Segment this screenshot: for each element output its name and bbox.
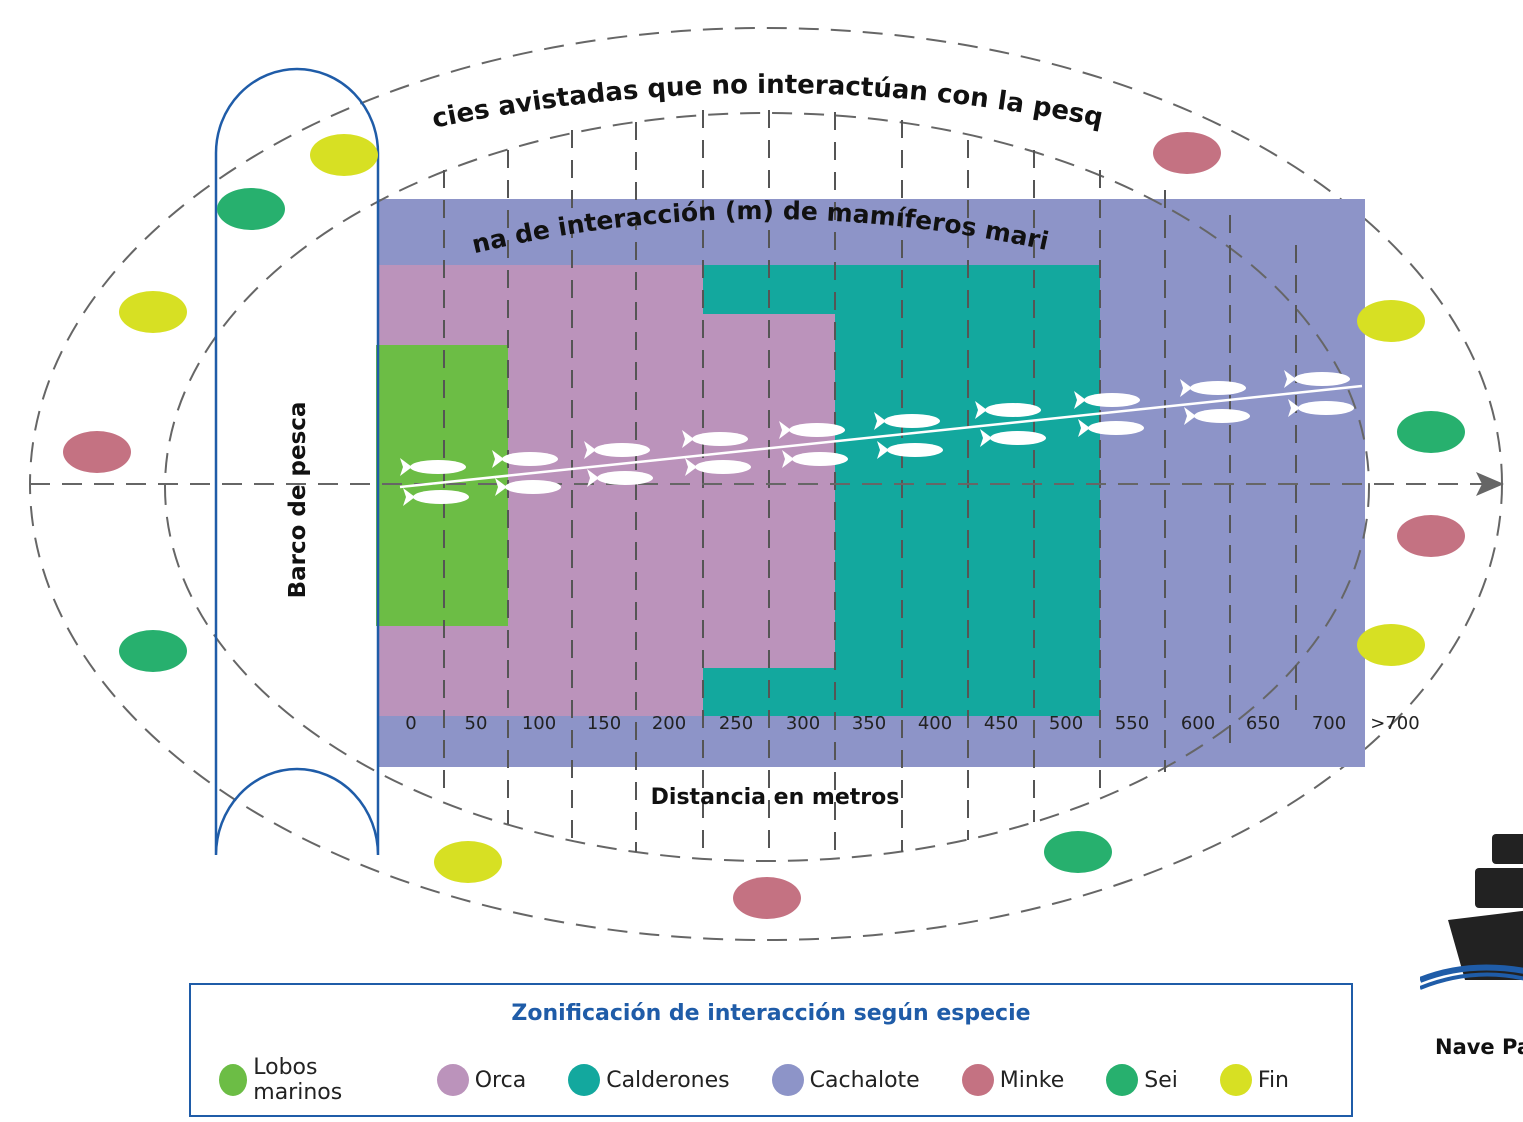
sighting-fin: [1357, 624, 1425, 666]
sighting-minke: [733, 877, 801, 919]
fish-school: [400, 370, 1354, 506]
legend: Zonificación de interacción según especi…: [189, 983, 1353, 1117]
tick-label: >700: [1370, 713, 1419, 734]
fish-icon: [682, 430, 748, 448]
legend-label: Sei: [1144, 1067, 1178, 1093]
sighting-minke: [1397, 515, 1465, 557]
tick-label: 100: [522, 713, 556, 734]
fish-icon: [1078, 419, 1144, 437]
tick-label: 400: [918, 713, 952, 734]
fish-icon: [685, 458, 751, 476]
legend-label: Cachalote: [809, 1067, 920, 1093]
inner-ellipse: [164, 112, 1370, 862]
legend-item: Fin: [1219, 1064, 1289, 1096]
fish-icon: [1288, 399, 1354, 417]
tick-label: 450: [984, 713, 1018, 734]
legend-item: Calderones: [568, 1064, 730, 1096]
tick-label: 250: [719, 713, 753, 734]
fish-icon: [975, 401, 1041, 419]
legend-item: Orca: [436, 1064, 527, 1096]
tick-label: 300: [786, 713, 820, 734]
vessel-outline: [214, 67, 380, 856]
legend-item: Minke: [961, 1064, 1065, 1096]
legend-swatch: [771, 1064, 804, 1096]
fish-icon: [1074, 391, 1140, 409]
tick-label: 600: [1181, 713, 1215, 734]
sighting-fin: [119, 291, 187, 333]
fish-icon: [587, 469, 653, 487]
legend-items: Lobos marinos Orca Calderones Cachalote Mink…: [219, 1055, 1331, 1105]
fish-icon: [1284, 370, 1350, 388]
legend-label: Minke: [999, 1067, 1065, 1093]
tick-label: 50: [465, 713, 488, 734]
fish-icon: [1184, 407, 1250, 425]
sighting-minke: [63, 431, 131, 473]
axis-label: Distancia en metros: [651, 785, 900, 810]
fish-icon: [400, 458, 466, 476]
legend-item: Sei: [1106, 1064, 1178, 1096]
fish-icon: [584, 441, 650, 459]
tick-label: 500: [1049, 713, 1083, 734]
sighting-sei: [1044, 831, 1112, 873]
fish-trend-line: [399, 384, 1363, 489]
tick-label: 550: [1115, 713, 1149, 734]
legend-title: Zonificación de interacción según especi…: [511, 1001, 1031, 1026]
sighting-sei: [1397, 411, 1465, 453]
legend-item: Cachalote: [771, 1064, 920, 1096]
tick-label: 200: [652, 713, 686, 734]
fish-icon: [492, 450, 558, 468]
sighting-fin: [310, 134, 378, 176]
fish-icon: [779, 421, 845, 439]
fish-icon: [403, 488, 469, 506]
tick-label: 350: [852, 713, 886, 734]
legend-swatch: [436, 1064, 469, 1096]
legend-label: Fin: [1257, 1067, 1289, 1093]
distance-ticks: 0 50 100 150 200 250 300 350 400 450 500 550 600 650 7…: [405, 713, 1419, 734]
fish-icon: [1180, 379, 1246, 397]
sighting-sei: [119, 630, 187, 672]
outer-zone-title: Especies avistadas que no interactúan co…: [0, 0, 1106, 135]
legend-item: Lobos marinos: [219, 1055, 395, 1105]
legend-swatch: [219, 1064, 248, 1096]
tick-label: 150: [587, 713, 621, 734]
axis-arrow-icon: [1476, 472, 1504, 496]
tick-label: 0: [405, 713, 416, 734]
brand-logo: Nave Pa: [1420, 830, 1523, 1070]
legend-swatch: [1219, 1064, 1252, 1096]
tick-label: 700: [1312, 713, 1346, 734]
inner-zone-title: Zona de interacción (m) de mamíferos mar…: [0, 0, 1051, 259]
legend-label: Lobos marinos: [253, 1055, 343, 1105]
fish-icon: [877, 441, 943, 459]
brand-name: Nave Pa: [1435, 1035, 1523, 1059]
fish-icon: [874, 412, 940, 430]
ship-icon: [1420, 834, 1523, 990]
legend-label: Orca: [474, 1067, 527, 1093]
fish-icon: [495, 478, 561, 496]
fish-icon: [980, 429, 1046, 447]
legend-swatch: [568, 1064, 601, 1096]
sighting-sei: [217, 188, 285, 230]
zone-lobos-marinos: [376, 345, 508, 626]
tick-label: 650: [1246, 713, 1280, 734]
fish-icon: [782, 450, 848, 468]
sighting-minke: [1153, 132, 1221, 174]
sighting-fin: [434, 841, 502, 883]
legend-swatch: [961, 1064, 994, 1096]
vessel-label: Barco de pesca: [285, 402, 311, 599]
sighting-fin: [1357, 300, 1425, 342]
legend-swatch: [1106, 1064, 1139, 1096]
legend-label: Calderones: [606, 1067, 730, 1093]
species-sightings: [63, 132, 1465, 919]
